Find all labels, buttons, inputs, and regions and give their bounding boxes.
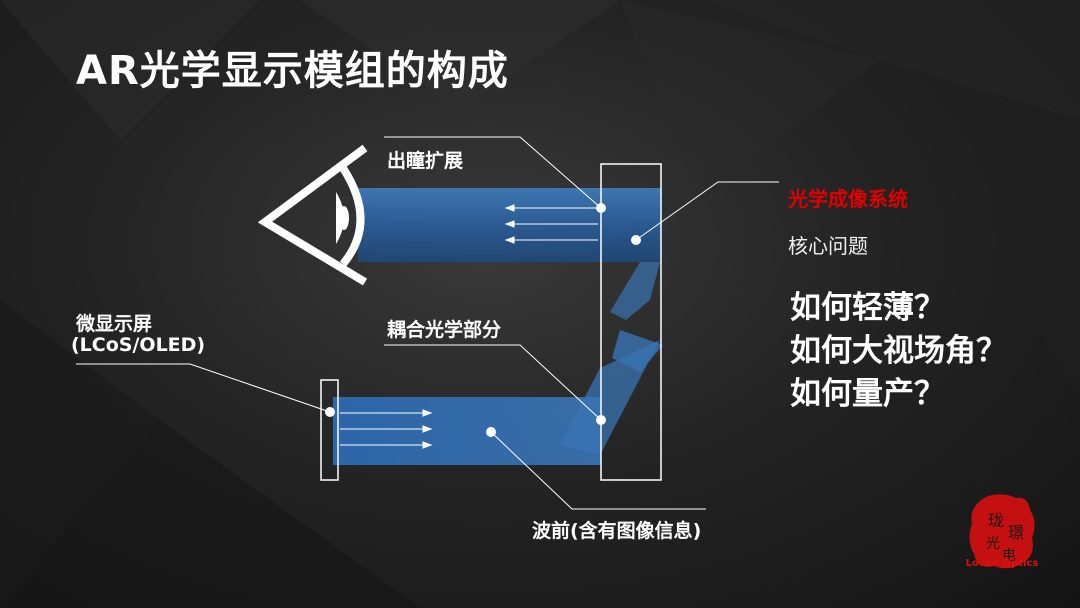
micro-display-label: 微显示屏	[76, 313, 153, 335]
output-arrows	[504, 204, 598, 244]
company-logo-caption: Lochn Optics	[965, 558, 1039, 569]
svg-text:珑: 珑	[988, 511, 1004, 530]
svg-text:光: 光	[986, 536, 1000, 552]
company-logo-seal: 珑 璟 光 电	[969, 494, 1035, 569]
micro-display	[320, 379, 339, 481]
core-issue-label: 核心问题	[788, 234, 868, 258]
svg-text:电: 电	[1002, 548, 1016, 564]
optical-system-label: 光学成像系统	[788, 187, 908, 211]
wavefront-label: 波前(含有图像信息)	[532, 520, 702, 542]
page-title: AR光学显示模组的构成	[76, 48, 509, 94]
waveguide-plate	[600, 163, 662, 481]
coupling-prism-upper	[610, 262, 660, 320]
input-arrows	[340, 409, 433, 449]
pupil-expansion-label: 出瞳扩展	[387, 150, 464, 172]
question-production: 如何量产？	[790, 376, 945, 412]
coupling-prism-mid	[612, 330, 663, 372]
input-beam	[333, 397, 601, 465]
coupling-optics-label: 耦合光学部分	[387, 319, 502, 341]
svg-text:璟: 璟	[1008, 523, 1024, 542]
eye-icon	[257, 144, 368, 286]
marker-dots	[325, 203, 641, 437]
leader-lines	[76, 136, 779, 510]
question-fov: 如何大视场角？	[790, 333, 1007, 369]
question-thin: 如何轻薄？	[790, 290, 945, 326]
micro-display-type-label: (LCoS/OLED)	[71, 334, 206, 356]
